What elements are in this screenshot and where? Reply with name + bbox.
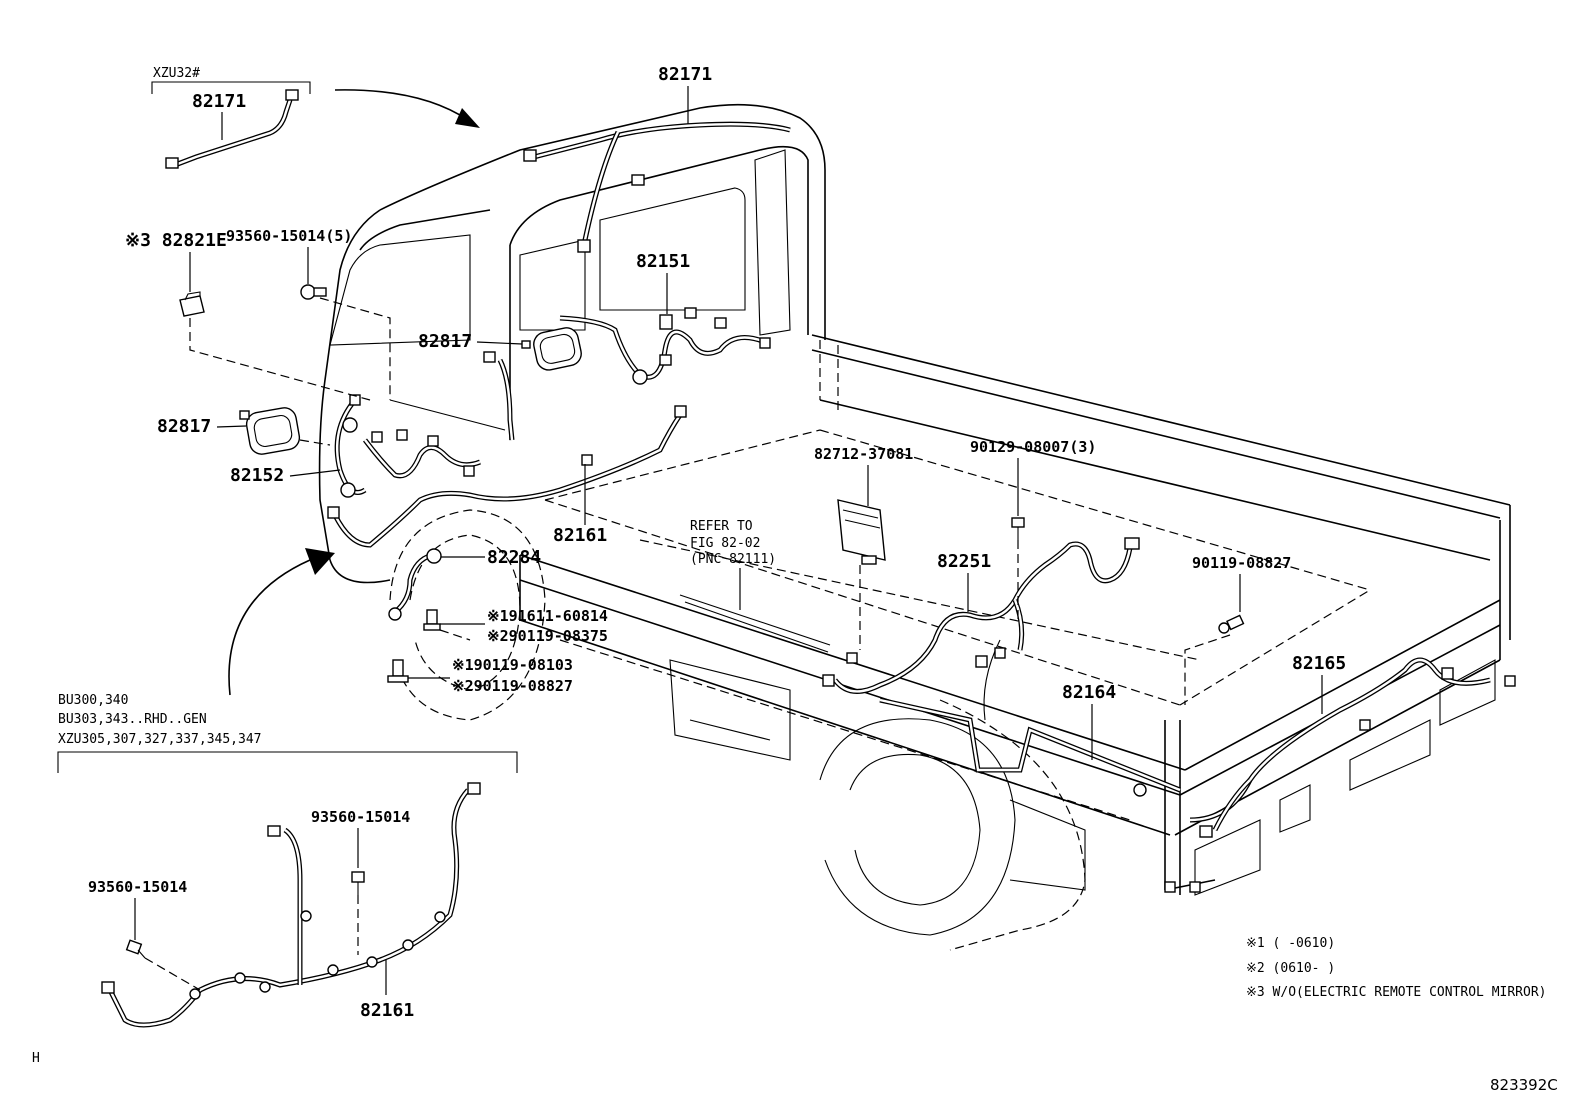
part-82161-inset-label: 82161	[360, 1000, 414, 1021]
grommet-82817-lower	[239, 407, 301, 455]
harness-82164	[879, 697, 1181, 797]
diagram-id: 823392C	[1490, 1076, 1558, 1094]
harness-82161-main	[327, 351, 687, 548]
harness-82171-inset	[165, 89, 299, 169]
part-82821e-label: ※3 82821E	[125, 230, 227, 251]
relay-82821e-icon	[179, 291, 205, 317]
grommet-82817-upper	[521, 327, 582, 371]
truck-bed	[519, 334, 1511, 951]
part-82817-lower-label: 82817	[157, 416, 211, 437]
part-93560-15014-5-label: 93560-15014(5)	[226, 227, 352, 245]
part-90119-08103-label: ※190119-08103	[452, 656, 573, 674]
refer-line-3: (PNC 82111)	[690, 552, 776, 567]
ground-wire-82284	[388, 548, 442, 621]
part-82171-main-label: 82171	[658, 64, 712, 85]
part-82817-upper-label: 82817	[418, 331, 472, 352]
part-90119-08827-a-label: ※290119-08827	[452, 677, 573, 695]
truck-cab	[318, 103, 826, 721]
bolt-90119-08827-icon	[1218, 614, 1245, 634]
refer-line-2: FIG 82-02	[690, 536, 760, 551]
arrow-left-icon	[228, 548, 335, 696]
part-90119-08375-label: ※290119-08375	[487, 627, 608, 645]
locating-lines	[189, 297, 1231, 705]
bolt-93560-main-icon	[300, 284, 327, 300]
inset-xzu32: XZU32# 82171	[151, 66, 311, 169]
harness-82152	[334, 394, 481, 498]
ecu-82712	[837, 499, 886, 565]
part-82284-label: 82284	[487, 547, 541, 568]
arrow-top-icon	[334, 89, 480, 128]
variant-line-3: XZU305,307,327,337,345,347	[58, 732, 262, 747]
part-91611-60814-label: ※191611-60814	[487, 607, 608, 625]
variant-line-1: BU300,340	[58, 693, 128, 708]
part-82164-label: 82164	[1062, 682, 1116, 703]
part-82171-inset-label: 82171	[192, 91, 246, 112]
part-90129-08007-label: 90129-08007(3)	[970, 438, 1096, 456]
harness-82171-main	[523, 121, 791, 253]
part-82251-label: 82251	[937, 551, 991, 572]
harness-82161-inset	[101, 782, 481, 1028]
bolt-90119-08103-icon	[387, 659, 409, 683]
part-82151-label: 82151	[636, 251, 690, 272]
bolt-90129-icon	[1011, 517, 1025, 540]
refer-line-1: REFER TO	[690, 519, 753, 534]
part-82712-37081-label: 82712-37081	[814, 445, 913, 463]
note-1: ※1 ( -0610)	[1246, 936, 1335, 951]
bolt-91611-icon	[423, 609, 441, 631]
note-3: ※3 W/O(ELECTRIC REMOTE CONTROL MIRROR)	[1246, 985, 1546, 1000]
variant-xzu32-label: XZU32#	[153, 66, 200, 81]
inset-bu-xzu: BU300,340 BU303,343..RHD..GEN XZU305,307…	[57, 693, 518, 1028]
part-93560-inset-b-label: 93560-15014	[88, 878, 187, 896]
bolt-93560-inset-a-icon	[351, 871, 365, 895]
bolt-93560-inset-b-icon	[125, 939, 146, 959]
part-82152-label: 82152	[230, 465, 284, 486]
part-90119-08827-b-label: 90119-08827	[1192, 554, 1291, 572]
variant-line-2: BU303,343..RHD..GEN	[58, 712, 207, 727]
harness-82251	[822, 537, 1140, 694]
part-82161-main-label: 82161	[553, 525, 607, 546]
main-labels: 82171 ※3 82821E 93560-15014(5) 82151 828…	[125, 64, 1346, 760]
corner-mark: H	[32, 1051, 40, 1066]
part-82165-label: 82165	[1292, 653, 1346, 674]
harness-82151	[559, 307, 771, 385]
part-93560-inset-a-label: 93560-15014	[311, 808, 410, 826]
notes: ※1 ( -0610) ※2 (0610- ) ※3 W/O(ELECTRIC …	[1246, 936, 1546, 1000]
harness-82165	[1189, 657, 1516, 838]
note-2: ※2 (0610- )	[1246, 961, 1335, 976]
